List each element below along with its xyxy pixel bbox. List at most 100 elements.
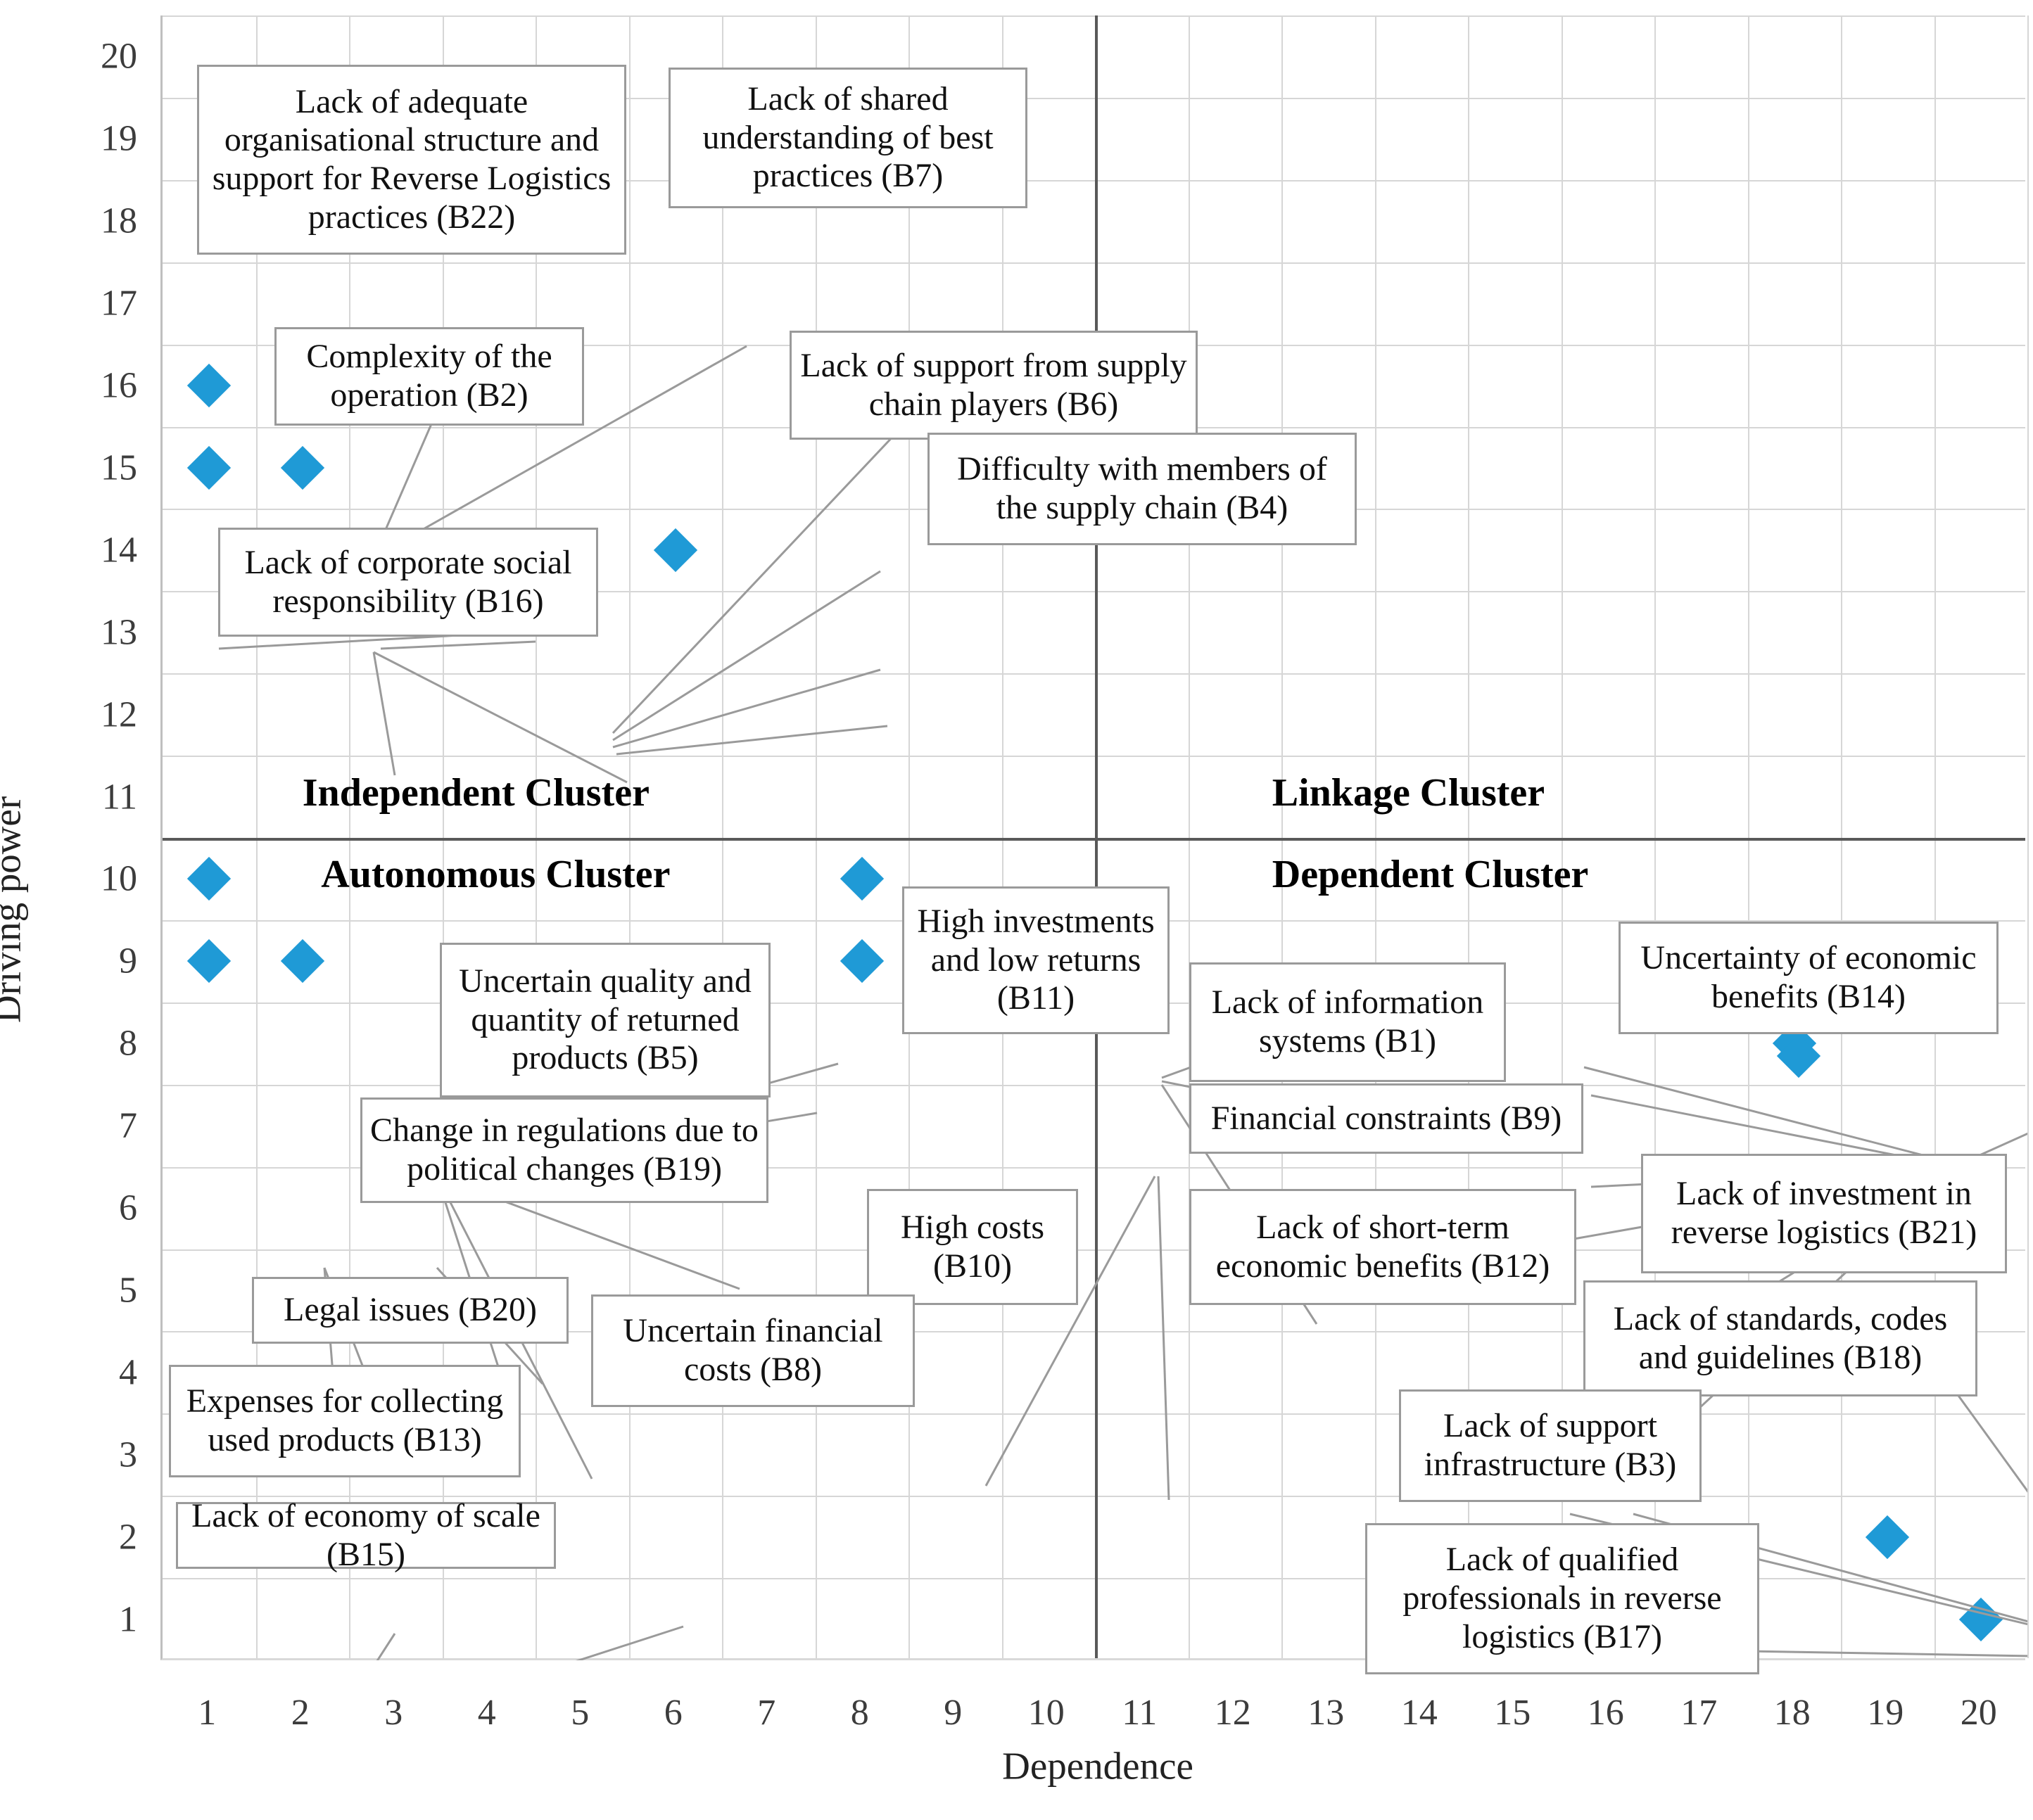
y-tick-label: 11: [101, 777, 137, 817]
callout-b5[interactable]: Uncertain quality and quantity of return…: [440, 943, 771, 1097]
y-tick-label: 12: [101, 694, 137, 735]
gridline-vertical: [255, 15, 258, 1658]
cluster-label-dependent: Dependent Cluster: [1272, 853, 1589, 897]
gridline-vertical: [815, 15, 817, 1658]
gridline-vertical: [1561, 15, 1563, 1658]
scatter-marker[interactable]: [280, 445, 324, 490]
gridline-horizontal: [163, 673, 2025, 675]
cluster-label-autonomous: Autonomous Cluster: [321, 853, 671, 897]
y-tick-label: 15: [101, 447, 137, 488]
callout-b21[interactable]: Lack of investment in reverse logistics …: [1641, 1154, 2007, 1273]
gridline-vertical: [1841, 15, 1842, 1658]
callout-b22[interactable]: Lack of adequate organisational structur…: [197, 65, 626, 255]
callout-b11[interactable]: High investments and low returns (B11): [902, 886, 1170, 1034]
x-tick-label: 12: [1214, 1693, 1251, 1733]
scatter-marker[interactable]: [840, 857, 884, 901]
gridline-vertical: [722, 15, 723, 1658]
x-tick-label: 19: [1867, 1693, 1904, 1733]
gridline-vertical: [1001, 15, 1003, 1658]
cluster-label-linkage: Linkage Cluster: [1272, 770, 1545, 815]
horizontal-divider: [163, 838, 2025, 841]
gridline-vertical: [1654, 15, 1656, 1658]
x-tick-label: 20: [1960, 1693, 1997, 1733]
gridline-vertical: [349, 15, 350, 1658]
gridline-vertical: [2027, 15, 2029, 1658]
x-tick-label: 3: [384, 1693, 403, 1733]
scatter-marker[interactable]: [840, 939, 884, 984]
y-tick-label: 14: [101, 530, 137, 571]
x-tick-label: 17: [1680, 1693, 1718, 1733]
x-tick-label: 16: [1587, 1693, 1624, 1733]
y-tick-label: 5: [119, 1270, 137, 1311]
x-tick-label: 15: [1494, 1693, 1531, 1733]
y-tick-label: 4: [119, 1352, 137, 1393]
y-tick-label: 1: [119, 1599, 137, 1640]
callout-b3[interactable]: Lack of support infrastructure (B3): [1399, 1389, 1702, 1502]
x-tick-label: 8: [850, 1693, 869, 1733]
scatter-marker[interactable]: [1866, 1515, 1910, 1559]
callout-b8[interactable]: Uncertain financial costs (B8): [591, 1294, 915, 1407]
scatter-marker[interactable]: [187, 445, 232, 490]
scatter-marker[interactable]: [280, 939, 324, 984]
y-tick-label: 19: [101, 118, 137, 159]
x-tick-label: 10: [1027, 1693, 1065, 1733]
x-tick-label: 4: [477, 1693, 496, 1733]
callout-b18[interactable]: Lack of standards, codes and guidelines …: [1583, 1280, 1977, 1396]
callout-b2[interactable]: Complexity of the operation (B2): [274, 327, 584, 426]
gridline-vertical: [1934, 15, 1936, 1658]
gridline-horizontal: [163, 179, 2025, 182]
callout-b7[interactable]: Lack of shared understanding of best pra…: [669, 68, 1027, 208]
callout-b1[interactable]: Lack of information systems (B1): [1189, 962, 1506, 1082]
callout-b17[interactable]: Lack of qualified professionals in rever…: [1365, 1523, 1759, 1674]
y-tick-label: 18: [101, 201, 137, 241]
y-tick-label: 6: [119, 1188, 137, 1228]
scatter-marker[interactable]: [1958, 1597, 2003, 1641]
x-tick-label: 13: [1307, 1693, 1345, 1733]
gridline-vertical: [1374, 15, 1376, 1658]
y-tick-label: 9: [119, 941, 137, 981]
callout-b10[interactable]: High costs (B10): [867, 1189, 1078, 1305]
cluster-label-independent: Independent Cluster: [302, 770, 650, 815]
callout-b20[interactable]: Legal issues (B20): [252, 1277, 569, 1344]
y-tick-label: 17: [101, 283, 137, 324]
x-tick-label: 1: [198, 1693, 217, 1733]
x-tick-label: 5: [571, 1693, 590, 1733]
gridline-vertical: [1281, 15, 1283, 1658]
y-tick-label: 10: [101, 858, 137, 899]
gridline-horizontal: [163, 97, 2025, 99]
gridline-horizontal: [163, 15, 2025, 17]
gridline-vertical: [628, 15, 631, 1658]
callout-b16[interactable]: Lack of corporate social responsibility …: [218, 528, 598, 637]
y-tick-label: 7: [119, 1105, 137, 1146]
y-tick-label: 16: [101, 365, 137, 406]
callout-b14[interactable]: Uncertainty of economic benefits (B14): [1619, 922, 1999, 1034]
scatter-marker[interactable]: [187, 857, 232, 901]
y-tick-label: 3: [119, 1434, 137, 1475]
gridline-vertical: [908, 15, 910, 1658]
gridline-horizontal: [163, 756, 2025, 758]
x-tick-label: 11: [1122, 1693, 1158, 1733]
scatter-marker[interactable]: [187, 363, 232, 408]
gridline-horizontal: [163, 1578, 2025, 1580]
callout-b19[interactable]: Change in regulations due to political c…: [360, 1097, 768, 1203]
callout-b15[interactable]: Lack of economy of scale (B15): [176, 1497, 556, 1573]
scatter-marker[interactable]: [653, 528, 697, 572]
callout-b12[interactable]: Lack of short-term economic benefits (B1…: [1189, 1189, 1576, 1305]
callout-b9[interactable]: Financial constraints (B9): [1189, 1083, 1583, 1154]
callout-b4[interactable]: Difficulty with members of the supply ch…: [927, 433, 1357, 545]
vertical-divider: [1095, 15, 1098, 1658]
y-tick-label: 13: [101, 612, 137, 653]
x-tick-label: 7: [757, 1693, 776, 1733]
x-axis-title: Dependence: [1002, 1744, 1193, 1788]
y-tick-label: 8: [119, 1023, 137, 1064]
gridline-horizontal: [163, 1166, 2025, 1169]
y-axis-title: Driving power: [0, 796, 29, 1024]
y-tick-label: 2: [119, 1517, 137, 1558]
x-tick-label: 2: [291, 1693, 310, 1733]
scatter-marker[interactable]: [187, 939, 232, 984]
callout-b13[interactable]: Expenses for collecting used products (B…: [169, 1365, 521, 1477]
callout-b6[interactable]: Lack of support from supply chain player…: [790, 331, 1198, 440]
x-tick-label: 18: [1773, 1693, 1811, 1733]
gridline-vertical: [1188, 15, 1190, 1658]
